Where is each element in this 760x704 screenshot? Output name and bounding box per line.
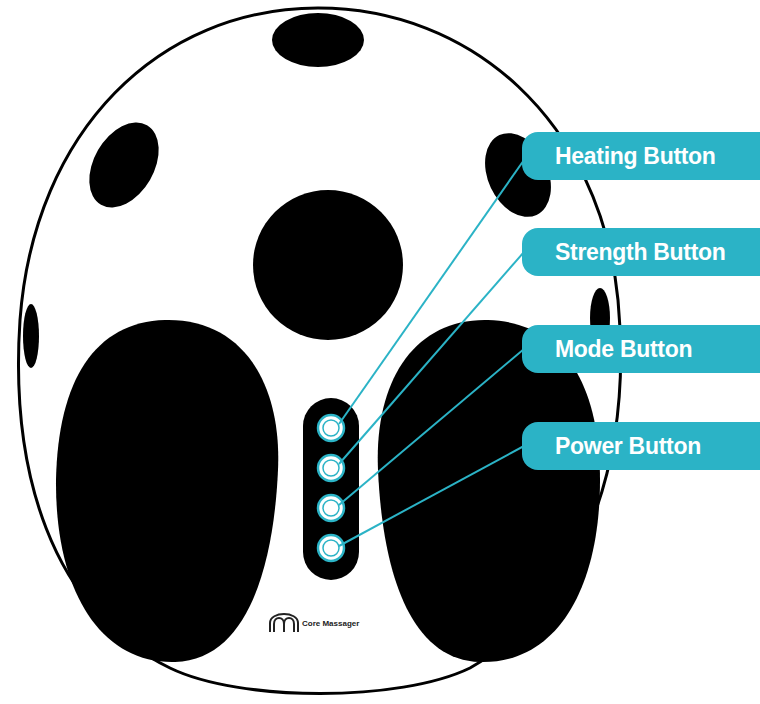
- brand-name: Core Massager: [302, 619, 359, 628]
- callout-text: Strength Button: [555, 239, 726, 266]
- left-upper-pad: [75, 110, 173, 220]
- control-buttons: [318, 415, 344, 561]
- brand-logo: [270, 614, 298, 632]
- callout-text: Power Button: [555, 433, 701, 460]
- center-pad: [253, 190, 403, 340]
- top-node-pad: [272, 13, 364, 67]
- button-centers: [323, 420, 339, 556]
- callout-text: Mode Button: [555, 336, 692, 363]
- callout-label: Strength Button: [522, 228, 760, 276]
- callout-label: Heating Button: [522, 132, 760, 180]
- leader-lines: [339, 160, 524, 546]
- callout-label: Mode Button: [522, 325, 760, 373]
- callout-label: Power Button: [522, 422, 760, 470]
- callout-text: Heating Button: [555, 143, 716, 170]
- button-panel: [303, 398, 359, 580]
- left-foot-pad: [56, 320, 278, 662]
- left-edge-pad: [23, 304, 39, 368]
